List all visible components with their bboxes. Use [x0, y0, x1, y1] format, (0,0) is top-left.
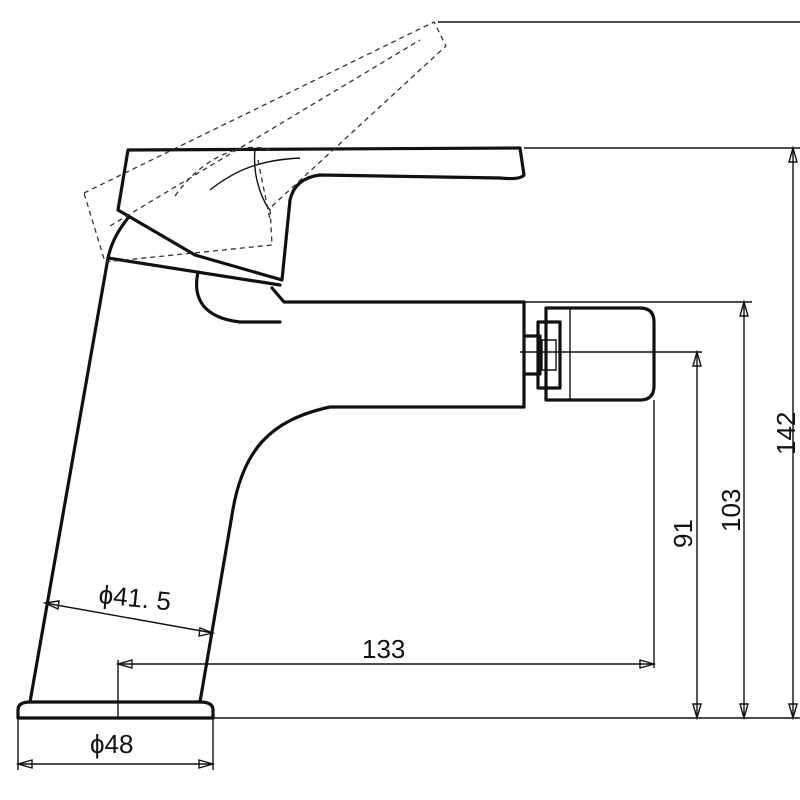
extension-lines	[17, 21, 800, 770]
collar	[106, 256, 282, 287]
body-right-edge	[198, 405, 526, 704]
spout-top	[270, 286, 526, 304]
lever-handle	[116, 146, 526, 282]
label-142: 142	[771, 412, 800, 455]
collar-curve	[106, 216, 130, 260]
dimension-lines	[15, 145, 798, 769]
aerator	[522, 306, 656, 402]
label-91: 91	[668, 519, 698, 548]
lever-dashed-position	[83, 21, 447, 263]
faucet-outline	[16, 146, 656, 720]
lever-curve-2	[253, 149, 271, 211]
body-left-edge	[28, 256, 110, 704]
label-phi-41-5: ϕ41. 5	[97, 579, 172, 616]
label-133: 133	[362, 634, 405, 664]
label-phi-48: ϕ48	[90, 729, 133, 759]
lever-inner-curve	[209, 157, 301, 191]
collar-lower-curve	[195, 270, 282, 324]
base-plate	[16, 700, 215, 720]
label-103: 103	[716, 489, 746, 532]
